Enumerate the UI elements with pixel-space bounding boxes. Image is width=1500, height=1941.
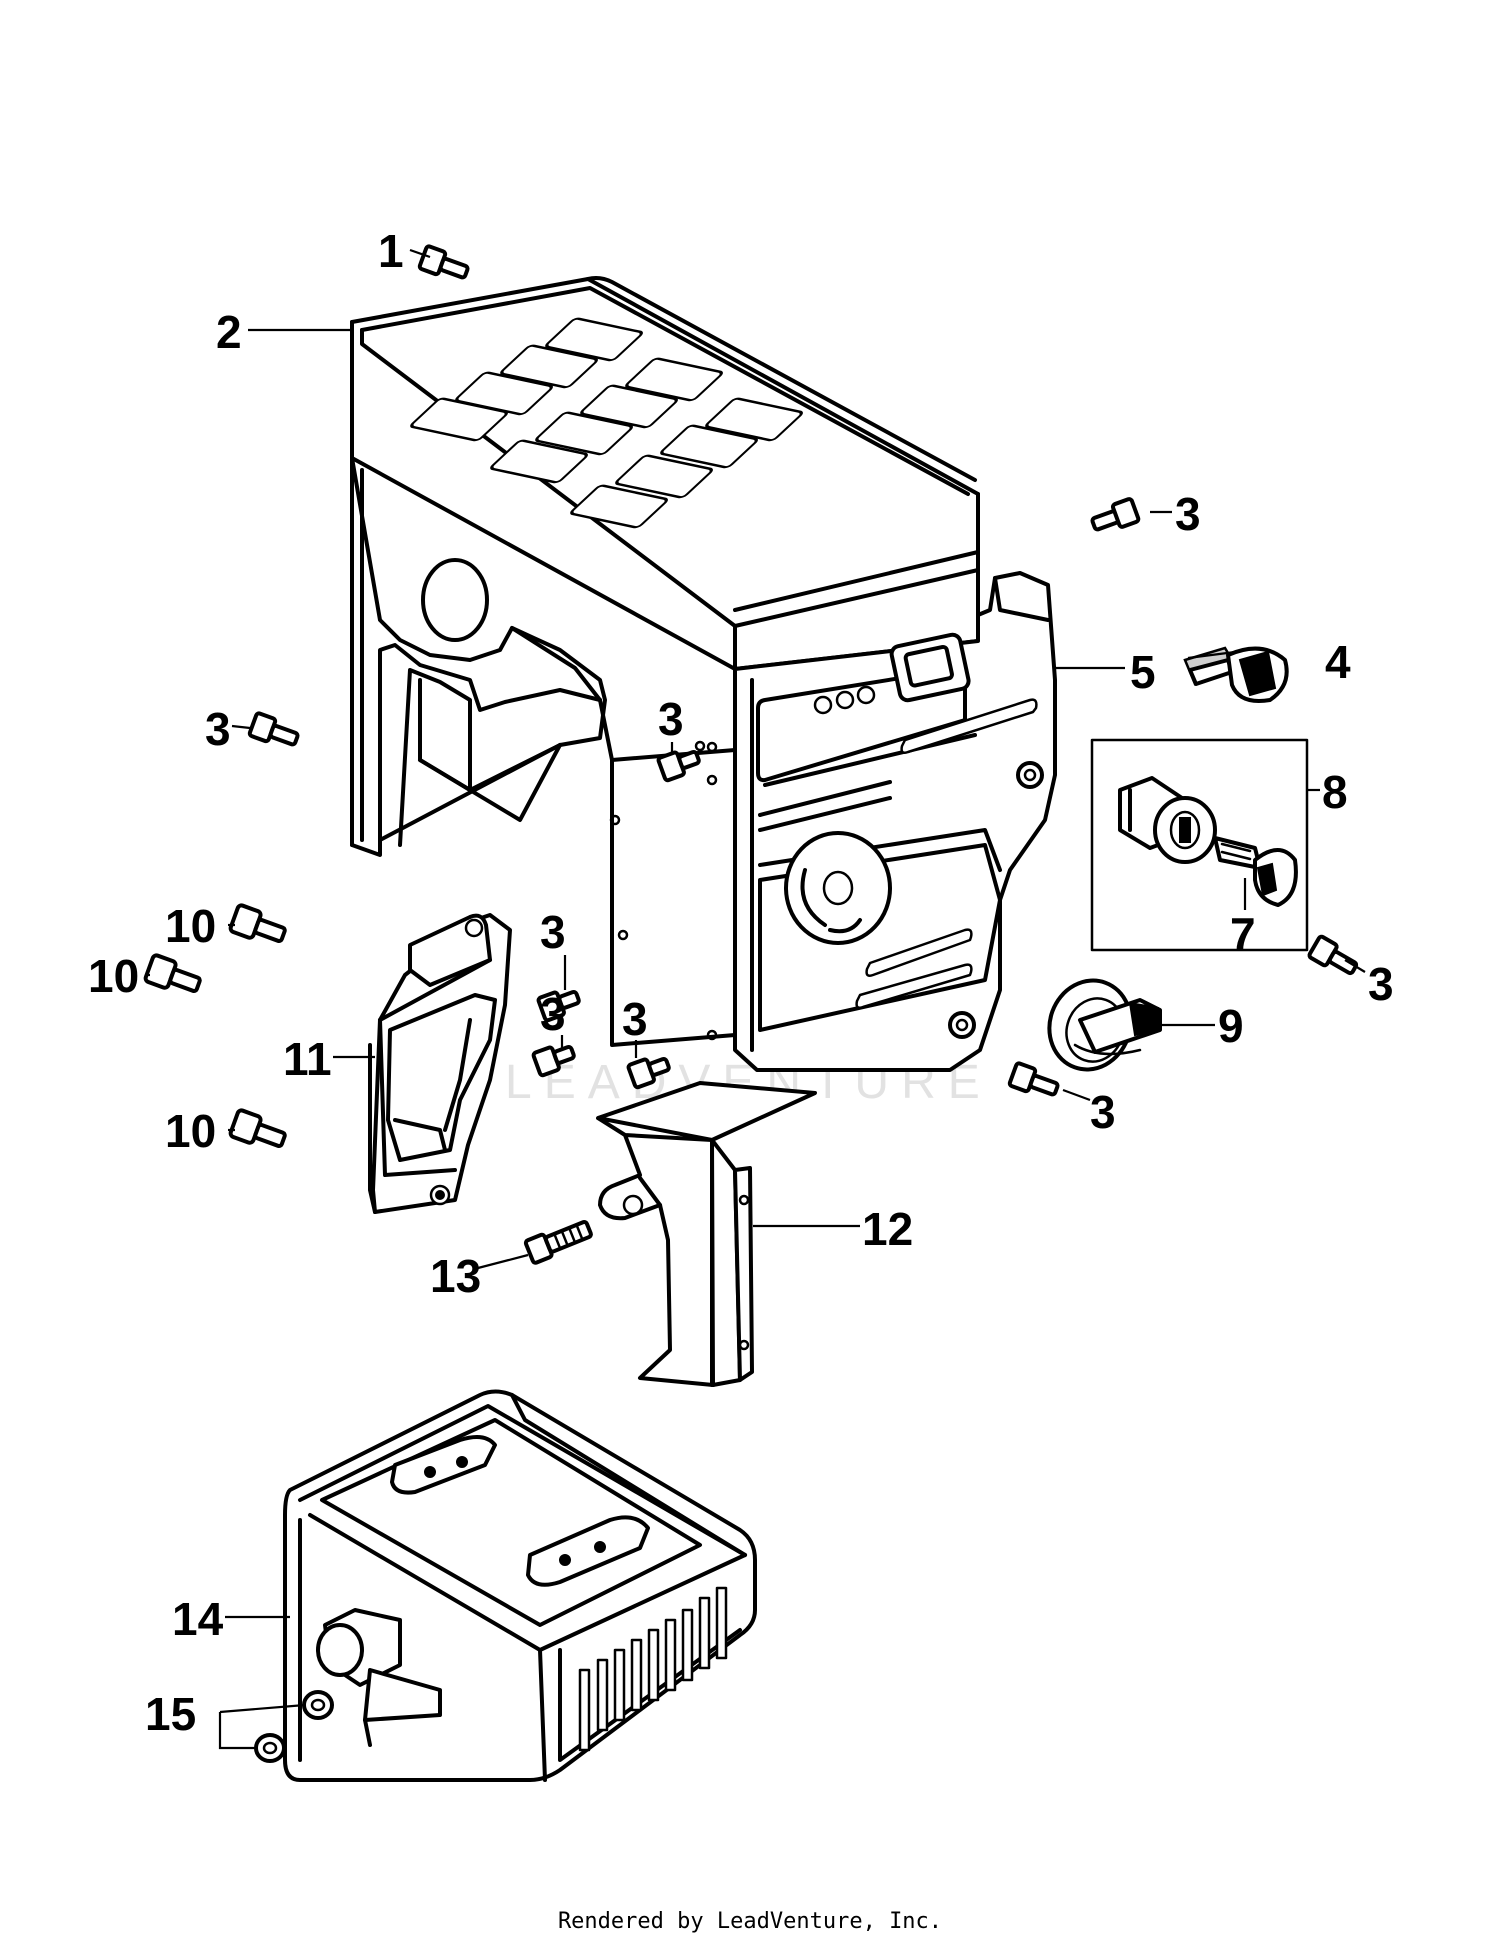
- callout-13: 13: [430, 1250, 481, 1302]
- part-1-screw[interactable]: [417, 244, 470, 284]
- callout-3-upper-center: 3: [540, 906, 566, 958]
- callout-4: 4: [1325, 636, 1351, 688]
- callout-1: 1: [378, 225, 404, 277]
- part-3-screw-h[interactable]: [1307, 934, 1360, 980]
- part-3-screw-f[interactable]: [626, 1053, 672, 1090]
- part-10-bolt-c[interactable]: [228, 1108, 288, 1153]
- callout-8: 8: [1322, 766, 1348, 818]
- callout-2: 2: [216, 306, 242, 358]
- callout-15: 15: [145, 1688, 196, 1740]
- part-3-screw-b[interactable]: [247, 711, 300, 751]
- part-14-muffler[interactable]: [283, 1389, 757, 1782]
- part-13-bolt[interactable]: [523, 1217, 593, 1265]
- part-15-nut-b[interactable]: [254, 1733, 286, 1763]
- muffler-louvres: [578, 1586, 728, 1752]
- part-2-shroud[interactable]: [350, 276, 980, 1047]
- callout-14: 14: [172, 1593, 224, 1645]
- callout-3-center-right: 3: [622, 993, 648, 1045]
- part-12-bracket[interactable]: [596, 1081, 817, 1387]
- callout-10-lower: 10: [165, 1105, 216, 1157]
- callout-3-middle: 3: [658, 693, 684, 745]
- footer-credit: Rendered by LeadVenture, Inc.: [558, 1909, 942, 1934]
- part-15-nut-a[interactable]: [302, 1690, 334, 1720]
- callout-7: 7: [1230, 908, 1256, 960]
- part-11-duct[interactable]: [368, 913, 512, 1214]
- part-3-screw-g[interactable]: [1007, 1061, 1060, 1101]
- callout-3-left: 3: [205, 703, 231, 755]
- callout-3-lower-center: 3: [540, 988, 566, 1040]
- callout-10-middle: 10: [88, 950, 139, 1002]
- callout-12: 12: [862, 1203, 913, 1255]
- callout-3-top-right: 3: [1175, 488, 1201, 540]
- part-5-control-panel[interactable]: [733, 571, 1057, 1072]
- part-9-knob[interactable]: [1037, 969, 1162, 1081]
- callout-9: 9: [1218, 1000, 1244, 1052]
- vent-slots: [410, 317, 803, 529]
- callout-3-near-knob: 3: [1090, 1086, 1116, 1138]
- part-3-screw-a[interactable]: [1090, 497, 1141, 536]
- callout-5: 5: [1130, 646, 1156, 698]
- callout-11: 11: [283, 1033, 332, 1085]
- callout-3-far-right: 3: [1368, 958, 1394, 1010]
- leader-lines: [148, 248, 1366, 1750]
- callout-10-upper: 10: [165, 900, 216, 952]
- callout-labels: 1 2 3 3 3 3 3 3 3 3 4 5 7 8 9 10 10 10 1…: [88, 225, 1394, 1740]
- part-10-bolt-b[interactable]: [143, 953, 203, 998]
- fasteners: [143, 244, 1360, 1763]
- part-3-screw-e[interactable]: [531, 1041, 577, 1078]
- part-10-bolt-a[interactable]: [228, 903, 288, 948]
- part-3-screw-d[interactable]: [536, 986, 582, 1023]
- part-3-screw-c[interactable]: [656, 746, 702, 783]
- part-8-ignition-box[interactable]: [1090, 738, 1309, 952]
